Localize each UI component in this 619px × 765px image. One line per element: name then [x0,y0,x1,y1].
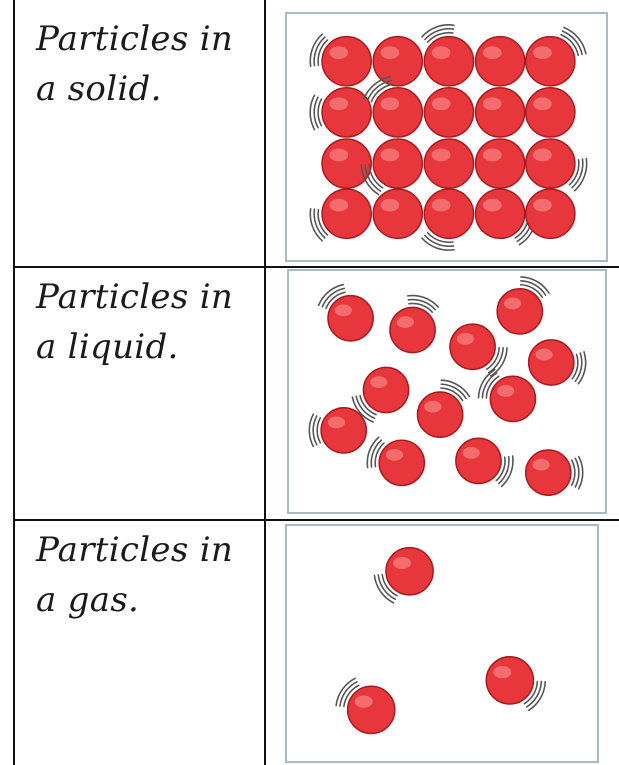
liquid-particle-8-motion-lines [477,368,500,399]
liquid-particle-11 [455,437,514,488]
row-divider-liquid-gas [13,519,619,521]
liquid-particle-5-motion-lines [571,351,587,385]
solid-particle-9 [474,87,526,138]
solid-particle-15-motion-lines [568,157,588,192]
solid-particle-4 [474,35,526,87]
solid-particle-18 [421,188,475,251]
solid-particles-illustration [309,24,588,251]
liquid-particle-4-motion-lines [519,276,550,299]
solid-particle-10 [524,87,576,138]
solid-particle-7 [363,75,424,138]
liquid-particle-2-motion-lines [406,294,439,314]
solid-particle-14 [474,138,526,189]
solid-particle-8 [423,87,475,138]
solid-particle-3 [421,24,475,87]
solid-particle-15 [524,138,588,192]
solid-particle-5 [524,26,587,87]
liquid-particle-8 [477,368,537,423]
solid-particle-6-motion-lines [309,94,323,131]
solid-particle-13 [423,138,475,189]
liquid-particle-3 [449,323,508,377]
gas-particle-3 [485,656,547,712]
solid-particle-16-motion-lines [309,207,329,242]
solid-particle-12-motion-lines [360,163,384,196]
solid-particle-12 [360,138,424,196]
solid-particle-11 [321,138,372,189]
liquid-particles-illustration [308,276,587,497]
liquid-particle-10 [366,436,426,487]
liquid-particle-3-motion-lines [485,346,508,377]
liquid-particle-6-motion-lines [351,394,377,423]
solid-particles-panel [285,12,608,262]
solid-particle-1 [309,33,372,87]
gas-particle-1-motion-lines [373,573,398,604]
liquid-particle-7-motion-lines [440,379,471,402]
solid-particle-5-motion-lines [560,26,587,57]
row-divider-solid-liquid [13,266,619,268]
gas-particles-illustration [335,546,547,735]
liquid-row-label: Particles in a liquid. [36,277,234,367]
solid-particle-17 [372,188,424,240]
gas-particle-2-motion-lines [335,677,360,708]
liquid-particle-7 [416,379,471,438]
gas-particles-panel [285,524,599,763]
liquid-particle-5 [527,339,587,386]
solid-particle-1-motion-lines [309,33,329,68]
solid-row-label: Particles in a solid. [36,19,234,109]
solid-particle-20 [524,188,576,240]
liquid-particle-9 [308,406,368,454]
gas-particle-1 [373,546,434,604]
liquid-particle-12-motion-lines [570,455,584,490]
gas-particle-2 [335,677,396,735]
liquid-particle-10-motion-lines [366,436,385,469]
solid-particle-7-motion-lines [363,75,393,103]
gas-particle-3-motion-lines [523,680,547,712]
table-column-divider [264,0,266,765]
table-left-border [13,0,15,765]
liquid-particle-4 [496,276,550,335]
liquid-particle-12 [524,449,584,497]
gas-row-label: Particles in a gas. [36,530,234,620]
liquid-particle-9-motion-lines [308,413,322,448]
solid-particle-18-motion-lines [421,232,455,251]
liquid-particle-1-motion-lines [317,283,346,310]
liquid-particle-6 [351,366,410,423]
liquid-particles-panel [287,269,607,514]
liquid-particle-11-motion-lines [495,455,514,488]
solid-particle-16 [309,188,372,242]
solid-particle-6 [309,87,372,138]
liquid-particle-1 [317,283,374,342]
liquid-particle-2 [389,294,439,354]
solid-particle-3-motion-lines [421,24,455,43]
solid-particle-2 [372,35,424,87]
